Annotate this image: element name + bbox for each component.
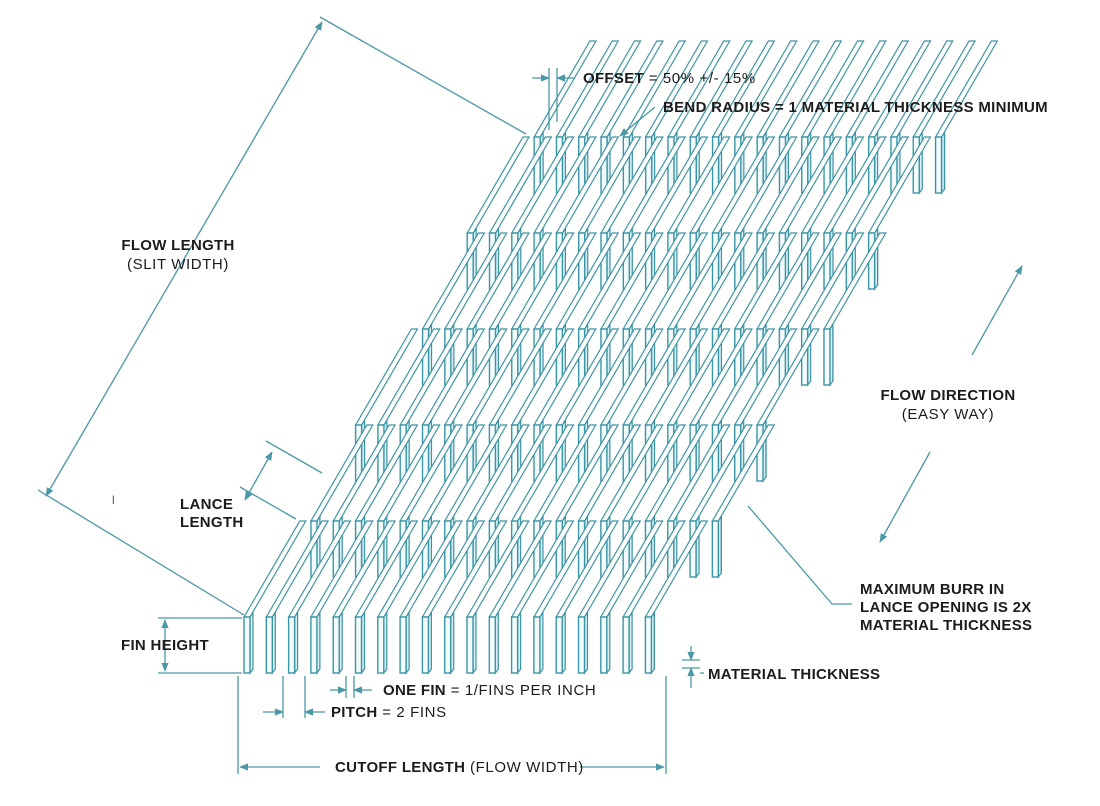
flow-direction-label: FLOW DIRECTION <box>880 387 1015 404</box>
max-burr-label-line3: MATERIAL THICKNESS <box>860 617 1032 634</box>
offset-label: OFFSET = 50% +/- 15% <box>583 70 756 87</box>
fin <box>354 616 363 674</box>
flow-length-sublabel: (SLIT WIDTH) <box>127 256 229 273</box>
bend-radius-leader <box>619 106 656 137</box>
bend-radius-label: BEND RADIUS = 1 MATERIAL THICKNESS MINIM… <box>663 99 1048 116</box>
max-burr-label-line1: MAXIMUM BURR IN <box>860 581 1005 598</box>
material-thickness-label: MATERIAL THICKNESS <box>708 666 880 683</box>
fin <box>488 616 496 674</box>
one-fin-label: ONE FIN = 1/FINS PER INCH <box>383 682 596 699</box>
fin <box>265 616 273 674</box>
fin <box>332 616 340 674</box>
dimension-lines <box>37 16 1023 774</box>
fin <box>310 616 318 674</box>
labels: OFFSET = 50% +/- 15% BEND RADIUS = 1 MAT… <box>112 70 1048 776</box>
fin <box>287 616 296 674</box>
cutoff-length-label: CUTOFF LENGTH (FLOW WIDTH) <box>335 759 584 776</box>
flow-direction-arrow-down <box>879 451 931 543</box>
fin <box>934 136 943 194</box>
fin <box>243 616 251 674</box>
pitch-label: PITCH = 2 FINS <box>331 704 447 721</box>
lance-length-label-line2: LENGTH <box>180 514 243 531</box>
fin-height-label: FIN HEIGHT <box>121 637 209 654</box>
lance-length-extension-top <box>265 440 323 474</box>
fin <box>644 616 653 674</box>
lance-length-label-line1: LANCE <box>180 496 233 513</box>
max-burr-label-line2: LANCE OPENING IS 2X <box>860 599 1032 616</box>
fin <box>444 616 452 674</box>
fin <box>577 616 586 674</box>
flow-direction-arrow-up <box>971 265 1023 356</box>
fin <box>510 616 519 674</box>
fin <box>421 616 430 674</box>
max-burr-leader <box>747 505 852 605</box>
flow-direction-sublabel: (EASY WAY) <box>902 406 994 423</box>
fin-array <box>242 40 999 675</box>
flow-length-label: FLOW LENGTH <box>121 237 234 254</box>
flow-length-extension-bottom <box>37 489 245 616</box>
fin <box>533 616 541 674</box>
fin <box>466 616 474 674</box>
flow-length-extension-top <box>319 16 527 135</box>
stray-mark: l <box>112 493 115 507</box>
lance-length-extension-bottom <box>239 486 297 520</box>
fin <box>823 328 831 386</box>
fin <box>399 616 407 674</box>
fin <box>711 520 720 578</box>
fin <box>377 616 385 674</box>
flow-length-dimension-line <box>45 21 323 497</box>
fin <box>622 616 630 674</box>
fin <box>555 616 563 674</box>
fin <box>600 616 608 674</box>
